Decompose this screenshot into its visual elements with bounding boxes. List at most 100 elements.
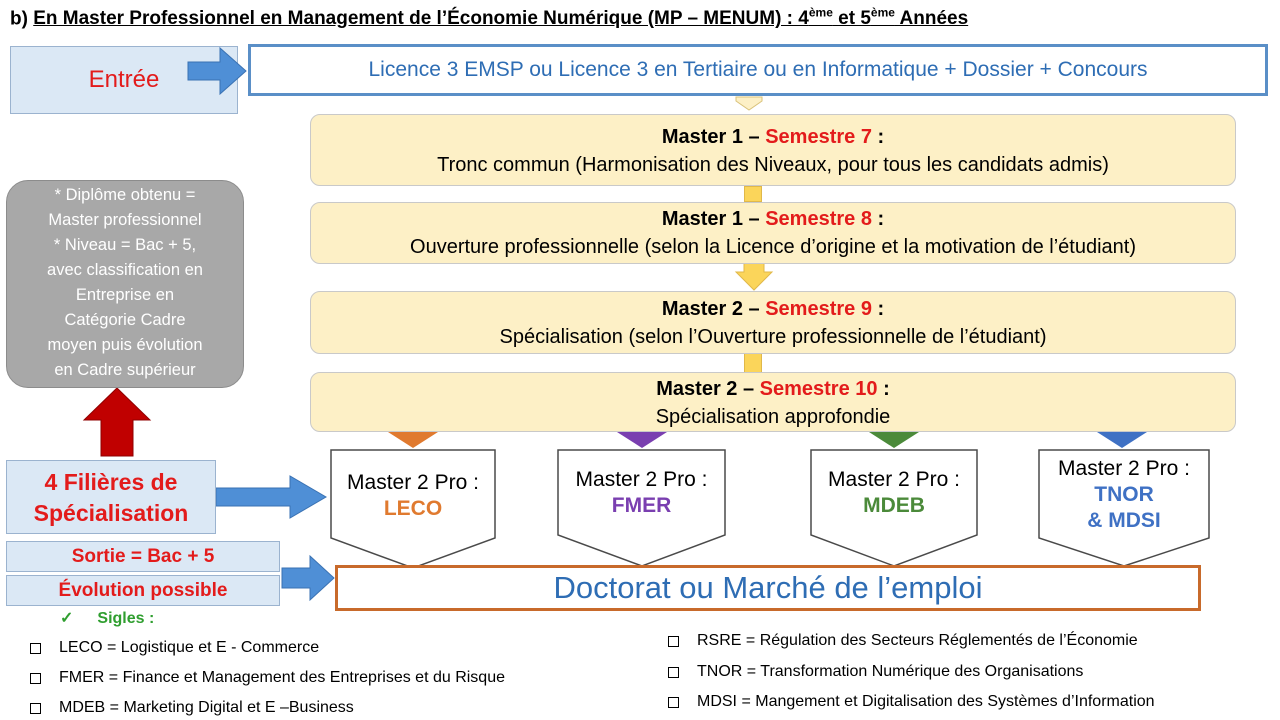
spec-code: LECO xyxy=(383,497,443,520)
spec-heading: Master 2 Pro : xyxy=(1058,457,1190,480)
licence-chevron xyxy=(735,96,763,111)
semester-heading: Master 2 – Semestre 9 : xyxy=(311,295,1235,323)
spec-leco: Master 2 Pro : LECO xyxy=(331,470,495,522)
diploma-box: * Diplôme obtenu = Master professionnel … xyxy=(6,180,244,388)
sigle-text: RSRE = Régulation des Secteurs Réglement… xyxy=(697,632,1138,649)
spec-mdeb: Master 2 Pro : MDEB xyxy=(811,467,977,519)
pentagon-tnor xyxy=(1038,449,1210,567)
sigle-text: MDSI = Mangement et Digitalisation des S… xyxy=(697,693,1155,710)
title-prefix: b) xyxy=(10,8,34,30)
evolution-arrow xyxy=(281,554,335,602)
connector-s9-s10 xyxy=(744,353,762,373)
chevron-mdeb xyxy=(869,432,919,448)
doctorat-box: Doctorat ou Marché de l’emploi xyxy=(335,565,1201,611)
sigle-item: MDEB = Marketing Digital et E –Business xyxy=(30,699,354,717)
semester-7-box: Master 1 – Semestre 7 : Tronc commun (Ha… xyxy=(310,114,1236,186)
diploma-line: Entreprise en xyxy=(75,286,175,304)
semester-name: Semestre 8 xyxy=(765,208,872,230)
semester-name: Semestre 9 xyxy=(765,298,872,320)
semester-heading: Master 1 – Semestre 7 : xyxy=(311,123,1235,151)
spec-heading: Master 2 Pro : xyxy=(828,468,960,491)
semester-prefix: Master 1 – xyxy=(661,126,766,148)
title-sup2: ème xyxy=(870,6,895,20)
filieres-arrow xyxy=(215,475,327,519)
semester-heading: Master 1 – Semestre 8 : xyxy=(311,205,1235,233)
sigle-text: LECO = Logistique et E - Commerce xyxy=(59,639,320,656)
sigles-title-text: Sigles : xyxy=(97,610,155,627)
title-main: En Master Professionnel en Management de… xyxy=(33,8,809,30)
semester-description: Tronc commun (Harmonisation des Niveaux,… xyxy=(437,154,1109,176)
semester-prefix: Master 2 – xyxy=(656,378,760,400)
page-title: b) En Master Professionnel en Management… xyxy=(10,6,968,30)
licence-box: Licence 3 EMSP ou Licence 3 en Tertiaire… xyxy=(248,44,1268,96)
sigles-title: ✓ Sigles : xyxy=(60,608,154,628)
checkbox-icon xyxy=(30,642,41,654)
sigle-text: FMER = Finance et Management des Entrepr… xyxy=(59,669,505,686)
sigle-text: TNOR = Transformation Numérique des Orga… xyxy=(697,663,1084,680)
licence-text: Licence 3 EMSP ou Licence 3 en Tertiaire… xyxy=(368,58,1148,81)
checkbox-icon xyxy=(668,666,679,678)
semester-prefix: Master 1 – xyxy=(661,208,766,230)
sigle-item: MDSI = Mangement et Digitalisation des S… xyxy=(668,693,1155,711)
filieres-line1: 4 Filières de xyxy=(44,469,178,495)
checkbox-icon xyxy=(668,696,679,708)
diploma-line: * Diplôme obtenu = xyxy=(54,186,196,204)
checkbox-icon xyxy=(30,672,41,684)
checkbox-icon xyxy=(668,635,679,647)
semester-suffix: : xyxy=(877,378,890,400)
entree-arrow xyxy=(187,46,247,96)
doctorat-text: Doctorat ou Marché de l’emploi xyxy=(553,570,983,605)
sortie-box: Sortie = Bac + 5 xyxy=(6,541,280,572)
semester-suffix: : xyxy=(871,298,885,320)
semester-description: Spécialisation approfondie xyxy=(655,406,891,428)
pentagon-fmer xyxy=(557,449,726,567)
diploma-line: avec classification en xyxy=(47,261,203,279)
checkmark-icon: ✓ xyxy=(60,610,74,627)
diploma-line: moyen puis évolution xyxy=(47,336,203,354)
diploma-line: Catégorie Cadre xyxy=(64,311,186,329)
filieres-line2: Spécialisation xyxy=(33,500,189,526)
spec-heading: Master 2 Pro : xyxy=(347,471,479,494)
chevron-fmer xyxy=(617,432,667,448)
entree-label: Entrée xyxy=(88,66,160,93)
semester-10-box: Master 2 – Semestre 10 : Spécialisation … xyxy=(310,372,1236,432)
sigle-item: LECO = Logistique et E - Commerce xyxy=(30,639,319,657)
evolution-label: Évolution possible xyxy=(58,579,228,601)
sem8-down-arrow xyxy=(734,261,774,291)
pentagon-leco xyxy=(330,449,496,569)
semester-8-box: Master 1 – Semestre 8 : Ouverture profes… xyxy=(310,202,1236,264)
sortie-label: Sortie = Bac + 5 xyxy=(71,545,215,567)
diploma-line: * Niveau = Bac + 5, xyxy=(53,236,197,254)
spec-code: MDEB xyxy=(863,494,925,517)
spec-fmer: Master 2 Pro : FMER xyxy=(558,467,725,519)
semester-heading: Master 2 – Semestre 10 : xyxy=(311,375,1235,403)
checkbox-icon xyxy=(30,702,41,714)
spec-code: TNOR xyxy=(1094,483,1154,506)
chevron-tnor xyxy=(1097,432,1147,448)
pentagon-mdeb xyxy=(810,449,978,567)
red-up-arrow xyxy=(82,387,152,457)
chevron-leco xyxy=(388,432,438,448)
spec-code: FMER xyxy=(611,494,672,517)
spec-heading: Master 2 Pro : xyxy=(575,468,708,491)
connector-s7-s8 xyxy=(744,186,762,202)
sigle-text: MDEB = Marketing Digital et E –Business xyxy=(59,699,354,716)
filieres-box: 4 Filières de Spécialisation xyxy=(6,460,216,534)
semester-prefix: Master 2 – xyxy=(661,298,766,320)
spec-tnor: Master 2 Pro : TNOR & MDSI xyxy=(1039,456,1209,534)
title-end: Années xyxy=(894,8,969,30)
title-sup1: ème xyxy=(808,6,833,20)
spec-code-2: & MDSI xyxy=(1087,509,1161,532)
semester-description: Ouverture professionnelle (selon la Lice… xyxy=(410,236,1136,258)
semester-suffix: : xyxy=(871,208,885,230)
title-underlined: En Master Professionnel en Management de… xyxy=(33,6,969,30)
semester-9-box: Master 2 – Semestre 9 : Spécialisation (… xyxy=(310,291,1236,354)
semester-name: Semestre 10 xyxy=(759,378,878,400)
diploma-line: en Cadre supérieur xyxy=(54,361,196,379)
sigle-item: TNOR = Transformation Numérique des Orga… xyxy=(668,663,1083,681)
semester-name: Semestre 7 xyxy=(765,126,872,148)
title-mid: et 5 xyxy=(832,8,871,30)
semester-suffix: : xyxy=(871,126,885,148)
sigle-item: RSRE = Régulation des Secteurs Réglement… xyxy=(668,632,1138,650)
sigle-item: FMER = Finance et Management des Entrepr… xyxy=(30,669,505,687)
